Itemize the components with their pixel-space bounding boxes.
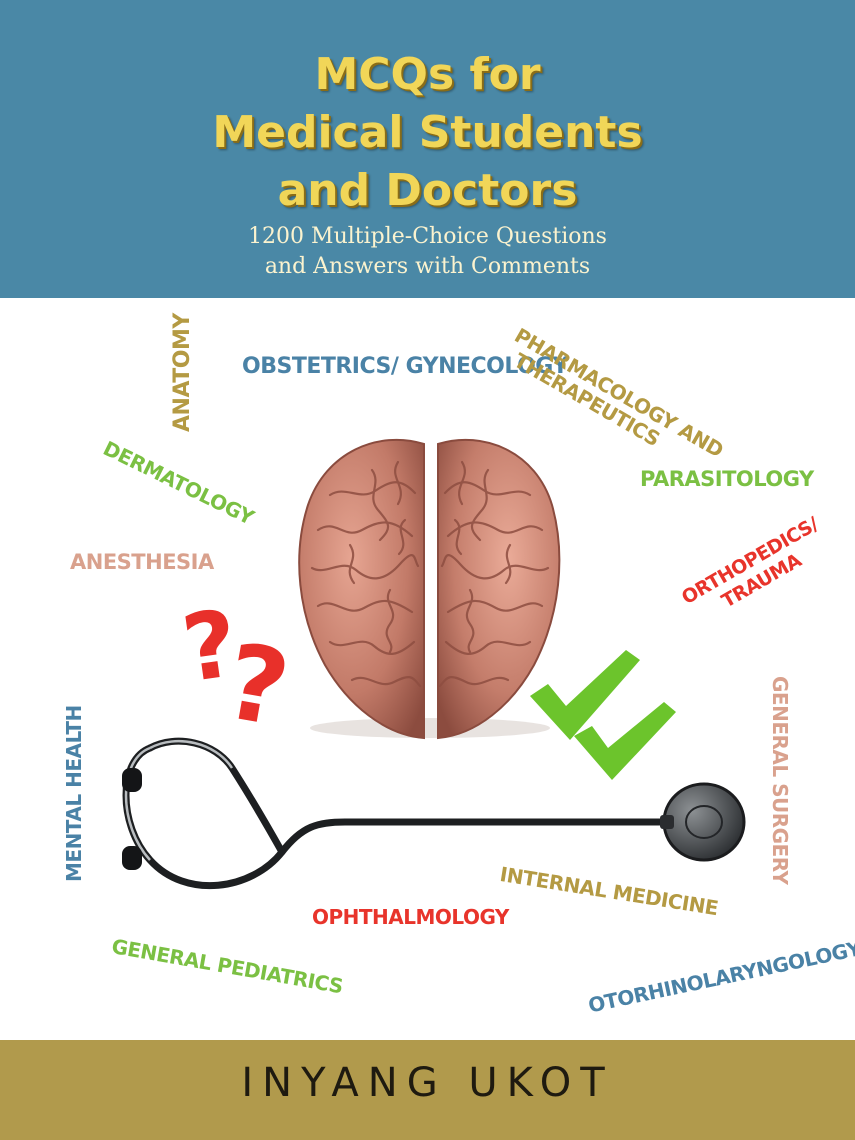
topic-parasitology: PARASITOLOGY [640,466,814,492]
book-title: MCQs for Medical Students and Doctors [0,46,855,220]
subtitle-line-1: 1200 Multiple-Choice Questions [248,224,607,249]
brain-image [298,438,561,740]
topic-mental-health: MENTAL HEALTH [62,705,86,882]
check-marks [530,650,676,780]
topic-anatomy: ANATOMY [170,313,196,432]
stethoscope-image [122,737,746,890]
subtitle-line-2: and Answers with Comments [264,254,591,279]
topic-line: PARASITOLOGY [640,467,814,491]
topic-line: OPHTHALMOLOGY [312,905,509,929]
topic-line: ANESTHESIA [70,550,214,574]
title-line-2: Medical Students [212,107,643,158]
topic-line: MENTAL HEALTH [62,705,86,882]
title-banner [0,0,855,298]
title-line-3: and Doctors [277,165,578,216]
author-name: INYANG UKOT [241,1060,614,1106]
title-line-1: MCQs for [314,49,541,100]
topic-ophthalmology: OPHTHALMOLOGY [312,905,509,929]
topic-anesthesia: ANESTHESIA [70,549,214,575]
topic-obstetrics-gynecology: OBSTETRICS/ GYNECOLOGY [242,354,568,380]
topic-line: OBSTETRICS/ GYNECOLOGY [242,354,568,379]
topic-line: ANATOMY [170,313,195,432]
question-marks: ? ? [176,590,297,751]
topic-general-surgery: GENERAL SURGERY [768,676,792,884]
topic-line: GENERAL SURGERY [768,676,792,885]
author-banner [0,1040,855,1140]
book-subtitle: 1200 Multiple-Choice Questions and Answe… [0,222,855,282]
